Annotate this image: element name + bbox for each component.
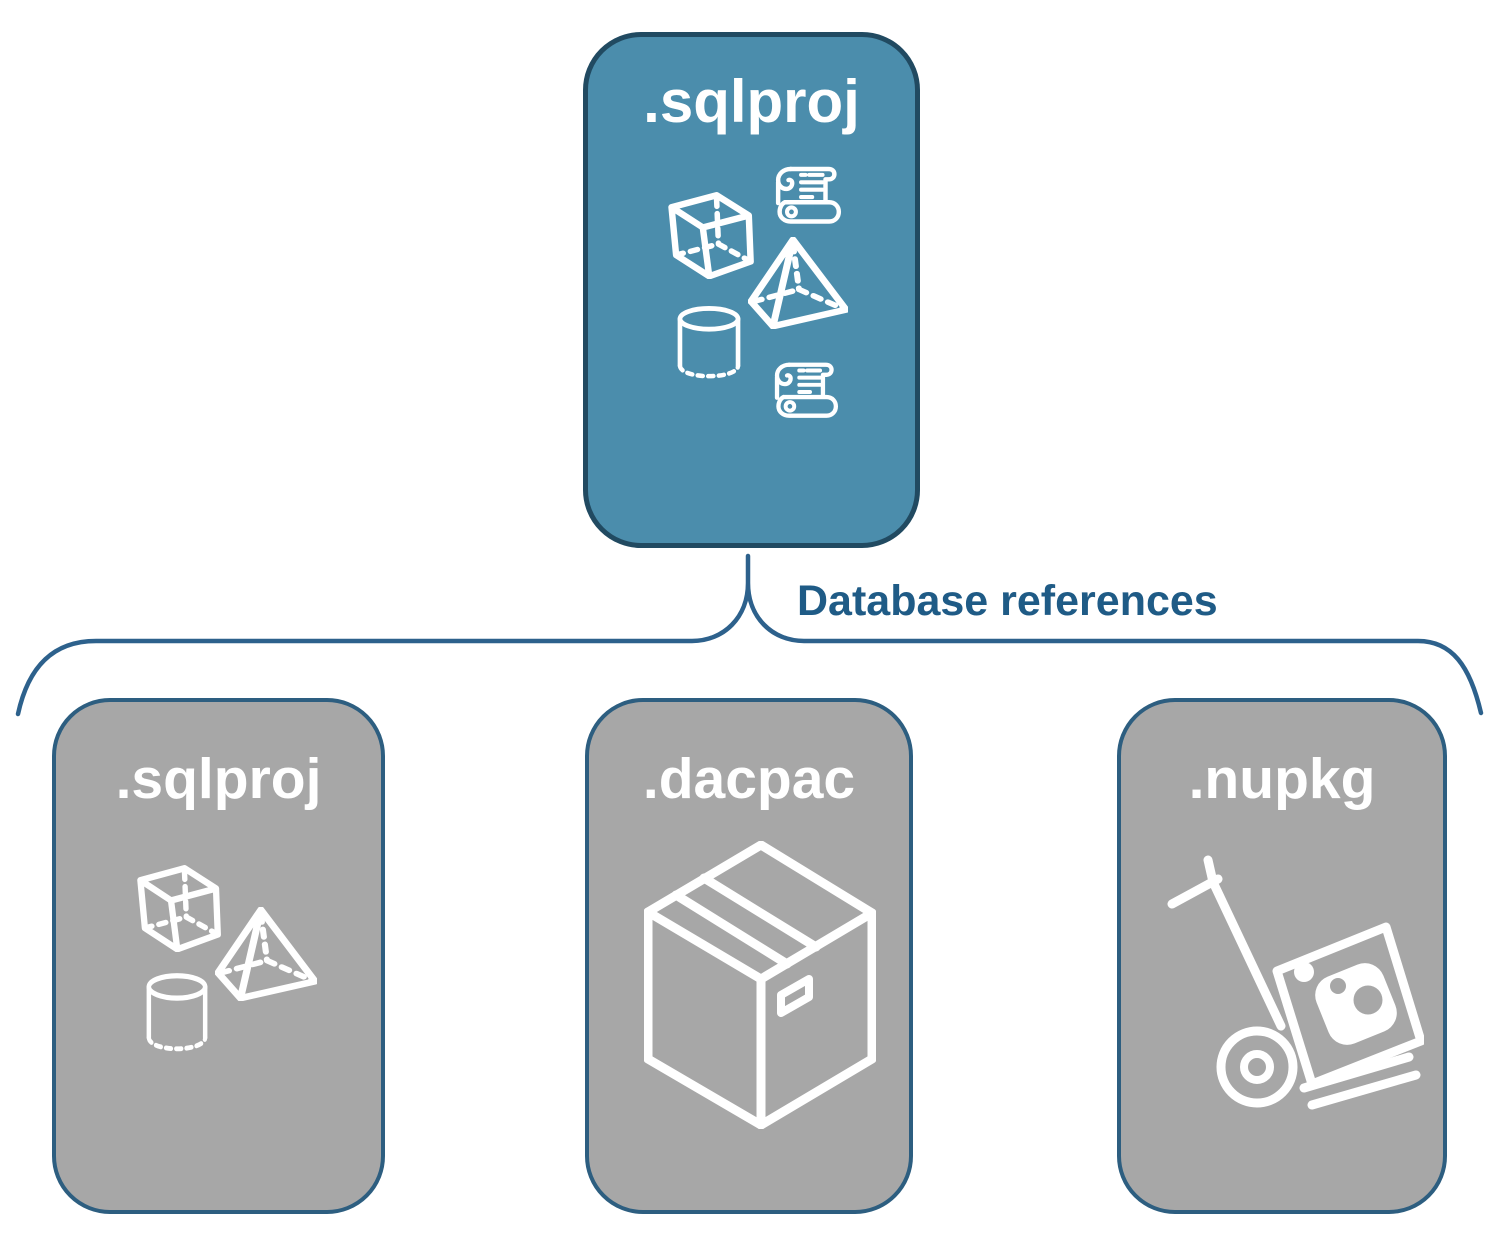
cube-icon: [666, 187, 758, 279]
cylinder-icon: [145, 972, 209, 1054]
node-title: .sqlproj: [115, 747, 322, 811]
node-title: .nupkg: [1188, 747, 1376, 811]
node-child-sqlproj: .sqlproj: [52, 698, 385, 1214]
pyramid-icon: [748, 237, 848, 329]
node-child-nupkg: .nupkg: [1117, 698, 1447, 1214]
scroll-icon: [769, 359, 841, 420]
node-top-sqlproj: .sqlproj: [583, 32, 920, 548]
node-title: .sqlproj: [643, 68, 860, 135]
package-box-icon: [644, 841, 876, 1129]
cube-icon: [135, 860, 225, 952]
hand-truck-icon: [1164, 854, 1424, 1194]
node-child-dacpac: .dacpac: [585, 698, 913, 1214]
node-title: .dacpac: [642, 747, 856, 811]
pyramid-icon: [215, 907, 317, 1001]
brace-path: [15, 553, 1484, 717]
scroll-icon: [770, 163, 844, 226]
connector-label: Database references: [797, 577, 1218, 625]
cylinder-icon: [676, 305, 742, 381]
